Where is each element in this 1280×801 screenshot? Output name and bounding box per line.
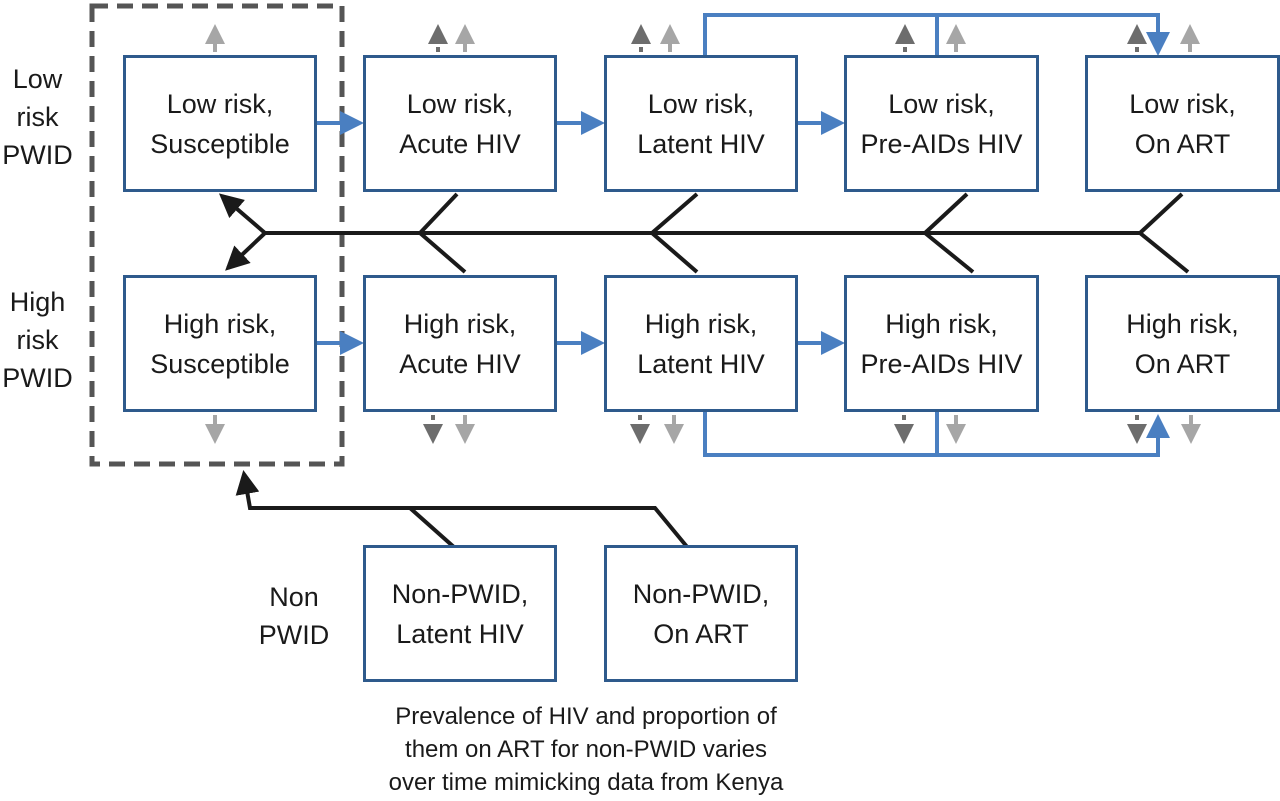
high-risk-exit-arrows	[205, 415, 1201, 444]
low-risk-exit-arrows	[205, 24, 1200, 52]
high-risk-art-loop	[703, 410, 1170, 457]
box-high-risk-acute-hiv: High risk,Acute HIV	[363, 275, 557, 412]
box-high-risk-on-art: High risk,On ART	[1085, 275, 1280, 412]
row-label-high-risk-pwid: High risk PWID	[2, 287, 73, 393]
box-low-risk-latent-hiv: Low risk,Latent HIV	[604, 55, 798, 192]
box-low-risk-acute-hiv: Low risk,Acute HIV	[363, 55, 557, 192]
low-risk-art-loop	[703, 13, 1170, 56]
box-high-risk-pre-aids-hiv: High risk,Pre-AIDs HIV	[844, 275, 1039, 412]
box-low-risk-pre-aids-hiv: Low risk,Pre-AIDs HIV	[844, 55, 1039, 192]
row-label-low-risk-pwid: Low risk PWID	[2, 64, 73, 170]
box-low-risk-on-art: Low risk,On ART	[1085, 55, 1280, 192]
risk-mixing-network	[218, 192, 1190, 274]
non-pwid-recruitment-lines	[235, 470, 690, 550]
box-high-risk-susceptible: High risk,Susceptible	[123, 275, 317, 412]
box-non-pwid-latent-hiv: Non-PWID,Latent HIV	[363, 545, 557, 682]
box-high-risk-latent-hiv: High risk,Latent HIV	[604, 275, 798, 412]
non-pwid-caption: Prevalence of HIV and proportion of them…	[388, 703, 784, 796]
row-label-non-pwid: Non PWID	[258, 582, 330, 650]
box-low-risk-susceptible: Low risk,Susceptible	[123, 55, 317, 192]
box-non-pwid-on-art: Non-PWID,On ART	[604, 545, 798, 682]
